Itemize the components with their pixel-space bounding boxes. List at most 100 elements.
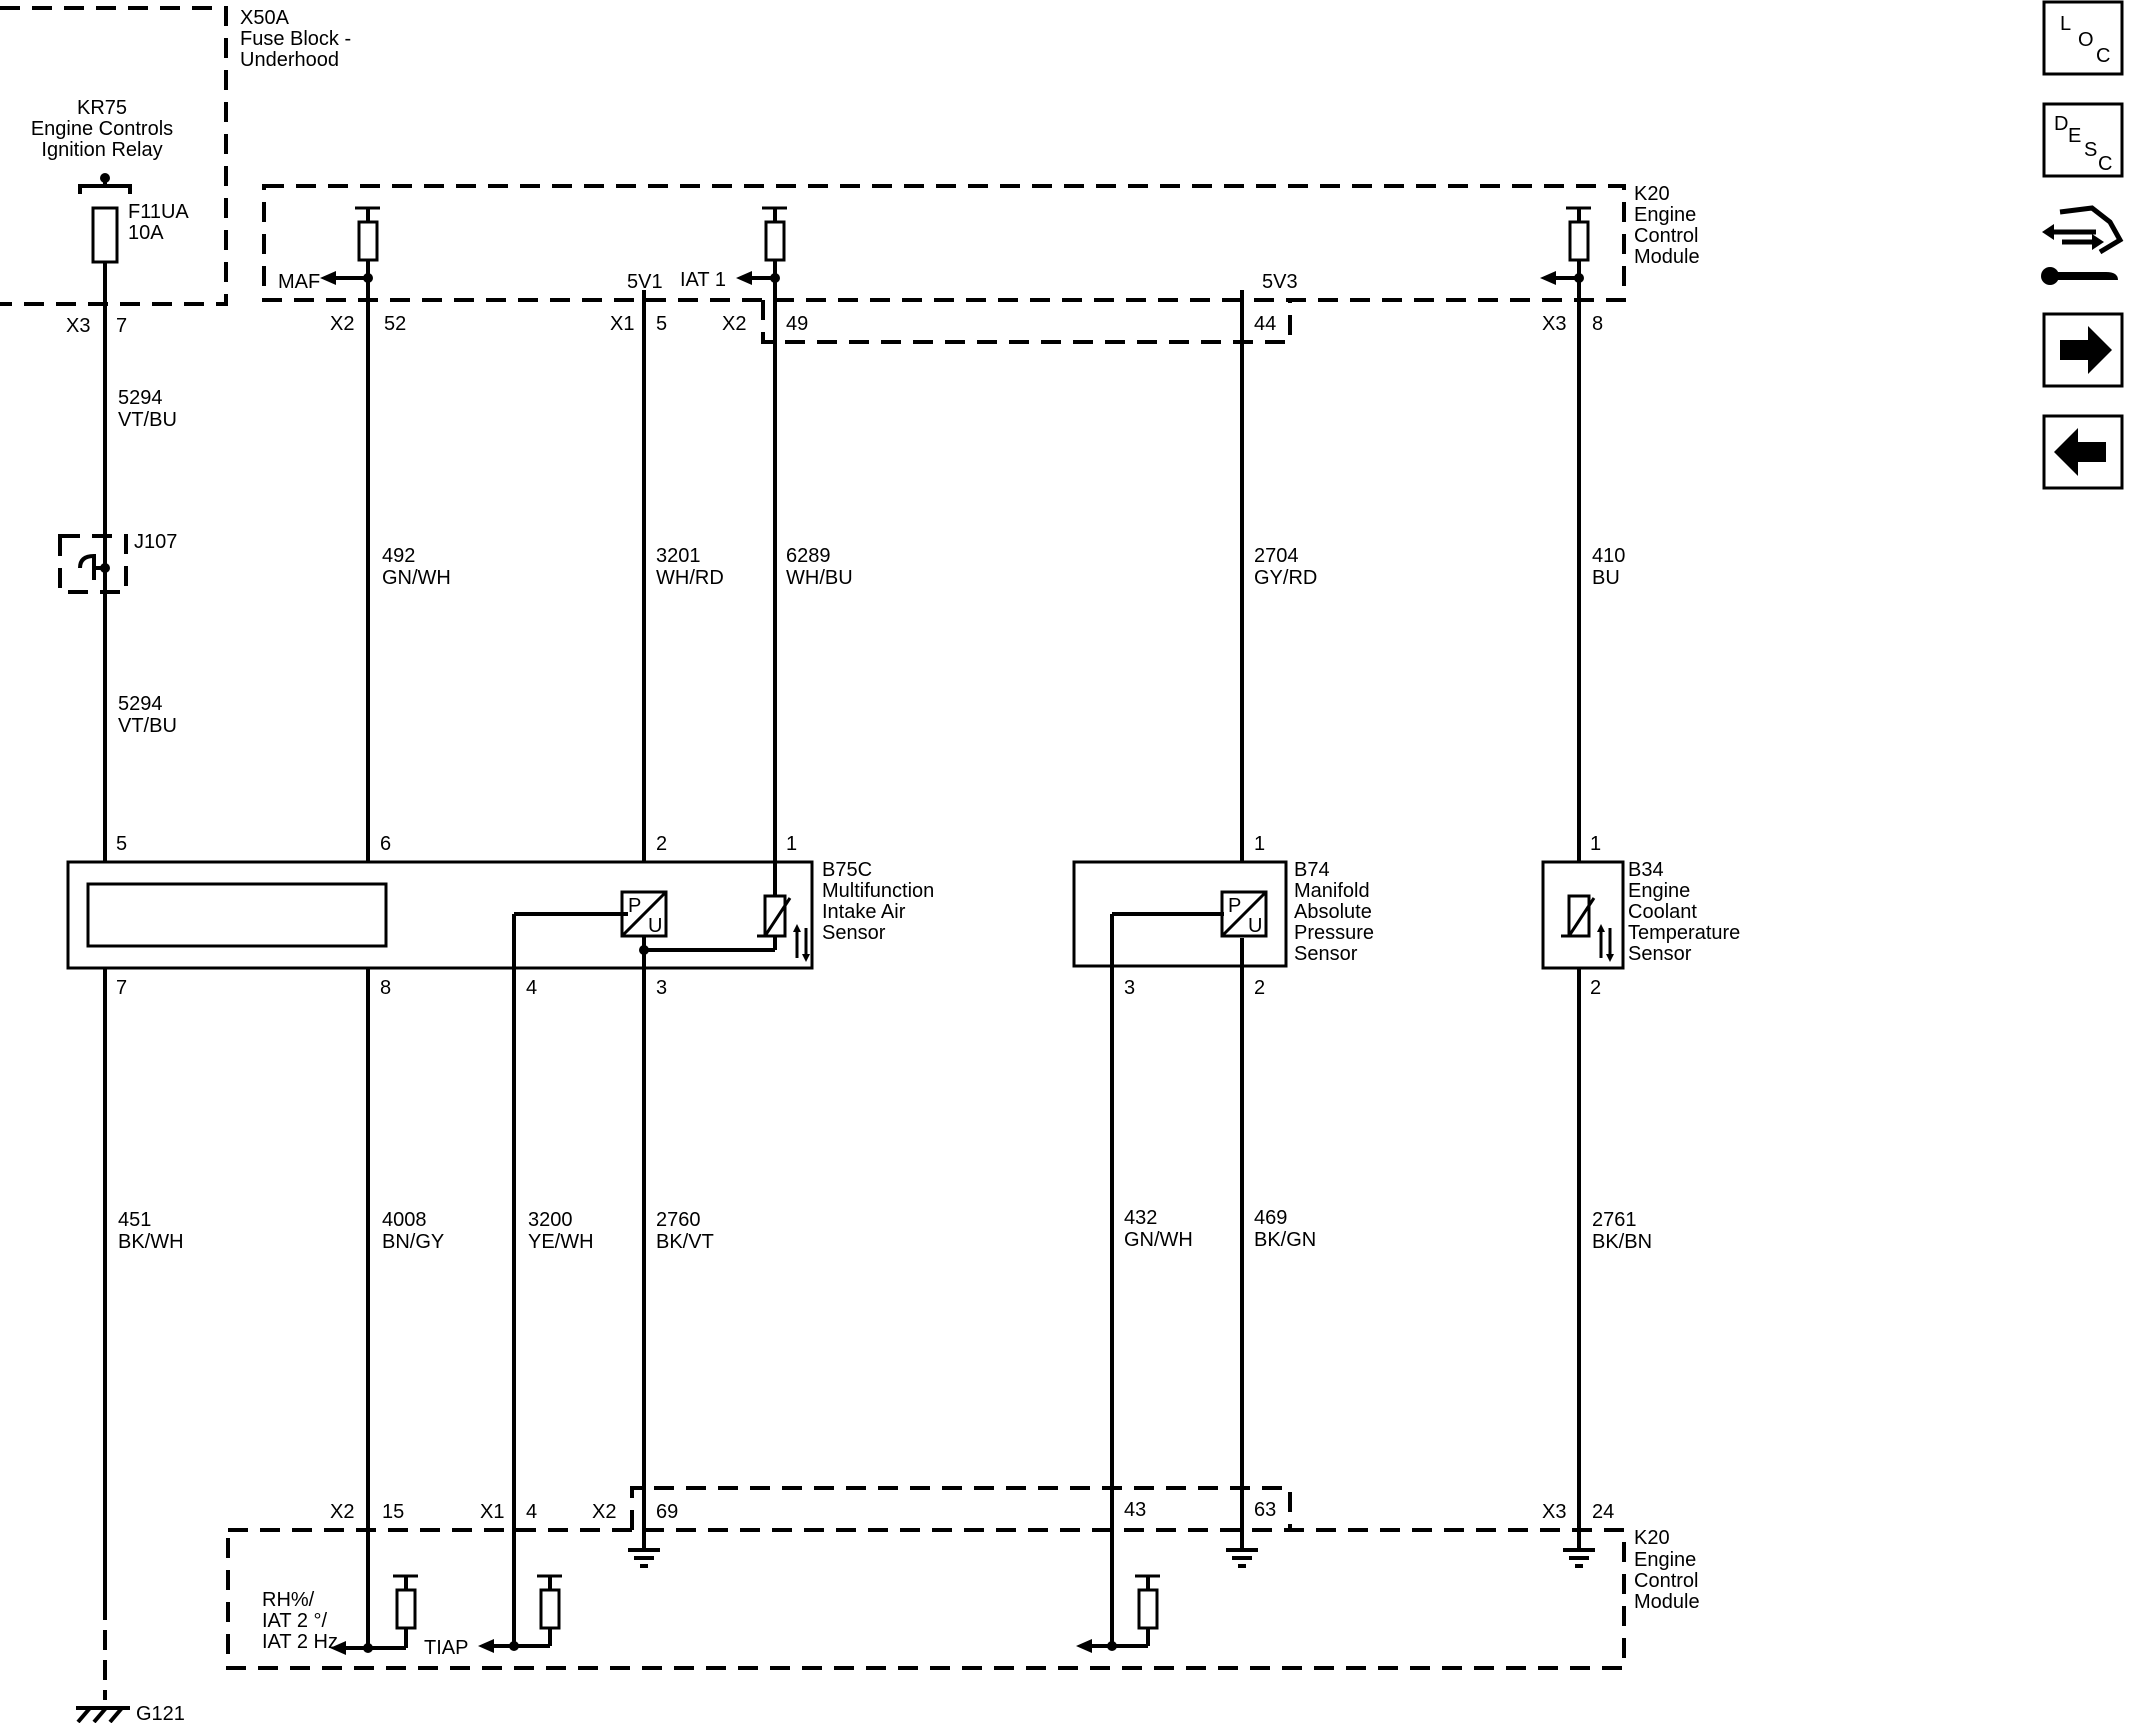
wire-circuit: 2761 <box>1592 1209 1637 1231</box>
pin-conn: X2 <box>592 1501 616 1523</box>
wire-color: YE/WH <box>528 1231 594 1253</box>
pin-number: 2 <box>656 833 667 855</box>
pin-number: 7 <box>116 315 127 337</box>
signal-maf: MAF <box>278 271 320 293</box>
wire-circuit: 6289 <box>786 545 831 567</box>
svg-text:L: L <box>2060 13 2071 35</box>
connector-repair-icon <box>2041 205 2124 285</box>
svg-text:U: U <box>648 915 662 937</box>
pin-conn: X3 <box>1542 1501 1566 1523</box>
pullup-resistor-map-icon <box>1076 1574 1160 1653</box>
previous-arrow-icon <box>2054 428 2106 476</box>
relay-contact-icon <box>78 173 132 194</box>
top-pin-labels: X3 7 X2 52 X1 5 X2 49 44 X3 8 <box>66 313 1603 337</box>
nav-desc-button[interactable]: D E S C <box>2042 102 2124 178</box>
pin-number: 6 <box>380 833 391 855</box>
signal-5v1: 5V1 <box>627 271 663 293</box>
pin-number: 8 <box>380 977 391 999</box>
pin-number: 49 <box>786 313 808 335</box>
pin-number: 3 <box>656 977 667 999</box>
ground-symbol-icon <box>1563 1548 1595 1568</box>
wire-circuit: 469 <box>1254 1207 1287 1229</box>
pin-number: 2 <box>1254 977 1265 999</box>
pin-number: 1 <box>786 833 797 855</box>
ecm-bottom-ref: K20 <box>1634 1527 1670 1549</box>
pin-number: 4 <box>526 1501 537 1523</box>
fuse-f11ua-icon <box>91 206 119 264</box>
pin-conn: X3 <box>1542 313 1566 335</box>
pin-number: 44 <box>1254 313 1276 335</box>
pressure-sensor-icon: P U <box>620 890 668 938</box>
pin-number: 3 <box>1124 977 1135 999</box>
chassis-ground-g121: G121 <box>76 1703 185 1723</box>
wire-color: BU <box>1592 567 1620 589</box>
svg-text:U: U <box>1248 915 1262 937</box>
nav-previous-button[interactable] <box>2042 414 2124 490</box>
wire-circuit: 2760 <box>656 1209 701 1231</box>
wire-color: BK/GN <box>1254 1229 1316 1251</box>
signal-5v3: 5V3 <box>1262 271 1298 293</box>
pullup-resistor-ect-icon <box>1540 206 1591 285</box>
svg-text:E: E <box>2068 125 2081 147</box>
pin-number: 1 <box>1254 833 1265 855</box>
splice-j107: J107 <box>58 531 177 594</box>
pin-number: 5 <box>656 313 667 335</box>
nav-next-button[interactable] <box>2042 312 2124 388</box>
pullup-resistor-tiap-icon <box>478 1574 562 1653</box>
wire-color: BK/BN <box>1592 1231 1652 1253</box>
nav-loc-button[interactable]: L O C <box>2042 0 2124 76</box>
wire-color: WH/BU <box>786 567 853 589</box>
svg-text:O: O <box>2078 29 2094 51</box>
pin-number: 8 <box>1592 313 1603 335</box>
signal-iat1: IAT 1 <box>680 269 726 291</box>
wire-circuit: 2704 <box>1254 545 1299 567</box>
bottom-pin-labels: X2 15 X1 4 X2 69 43 63 X3 24 <box>330 1499 1614 1523</box>
thermistor-icon <box>1561 894 1614 962</box>
wire-color: GY/RD <box>1254 567 1317 589</box>
svg-text:P: P <box>1228 895 1241 917</box>
pullup-resistor-iat1-icon <box>736 206 787 285</box>
pin-number: 1 <box>1590 833 1601 855</box>
svg-text:C: C <box>2098 153 2112 175</box>
wire-color: GN/WH <box>382 567 451 589</box>
ground-symbol-icon <box>1226 1548 1258 1568</box>
wire-color: GN/WH <box>1124 1229 1193 1251</box>
signal-rh-iat2: RH%/IAT 2 °/IAT 2 Hz <box>262 1589 338 1653</box>
svg-text:D: D <box>2054 113 2068 135</box>
pin-conn: X3 <box>66 315 90 337</box>
pin-number: 15 <box>382 1501 404 1523</box>
ground-label: G121 <box>136 1703 185 1723</box>
pin-conn: X1 <box>480 1501 504 1523</box>
pin-number: 52 <box>384 313 406 335</box>
svg-text:C: C <box>2096 45 2110 67</box>
pin-number: 5 <box>116 833 127 855</box>
nav-connector-repair-button[interactable] <box>2041 205 2124 285</box>
wire-circuit: 4008 <box>382 1209 427 1231</box>
thermistor-icon <box>757 894 810 962</box>
pin-number: 7 <box>116 977 127 999</box>
wire-color: BN/GY <box>382 1231 444 1253</box>
pin-conn: X2 <box>330 1501 354 1523</box>
pin-number: 69 <box>656 1501 678 1523</box>
pin-number: 2 <box>1590 977 1601 999</box>
wire-circuit: 410 <box>1592 545 1625 567</box>
splice-label: J107 <box>134 531 177 553</box>
signal-tiap: TIAP <box>424 1637 468 1659</box>
svg-text:P: P <box>628 895 641 917</box>
wire-circuit: 451 <box>118 1209 151 1231</box>
wire-color: VT/BU <box>118 409 177 431</box>
wire-circuit: 5294 <box>118 693 163 715</box>
